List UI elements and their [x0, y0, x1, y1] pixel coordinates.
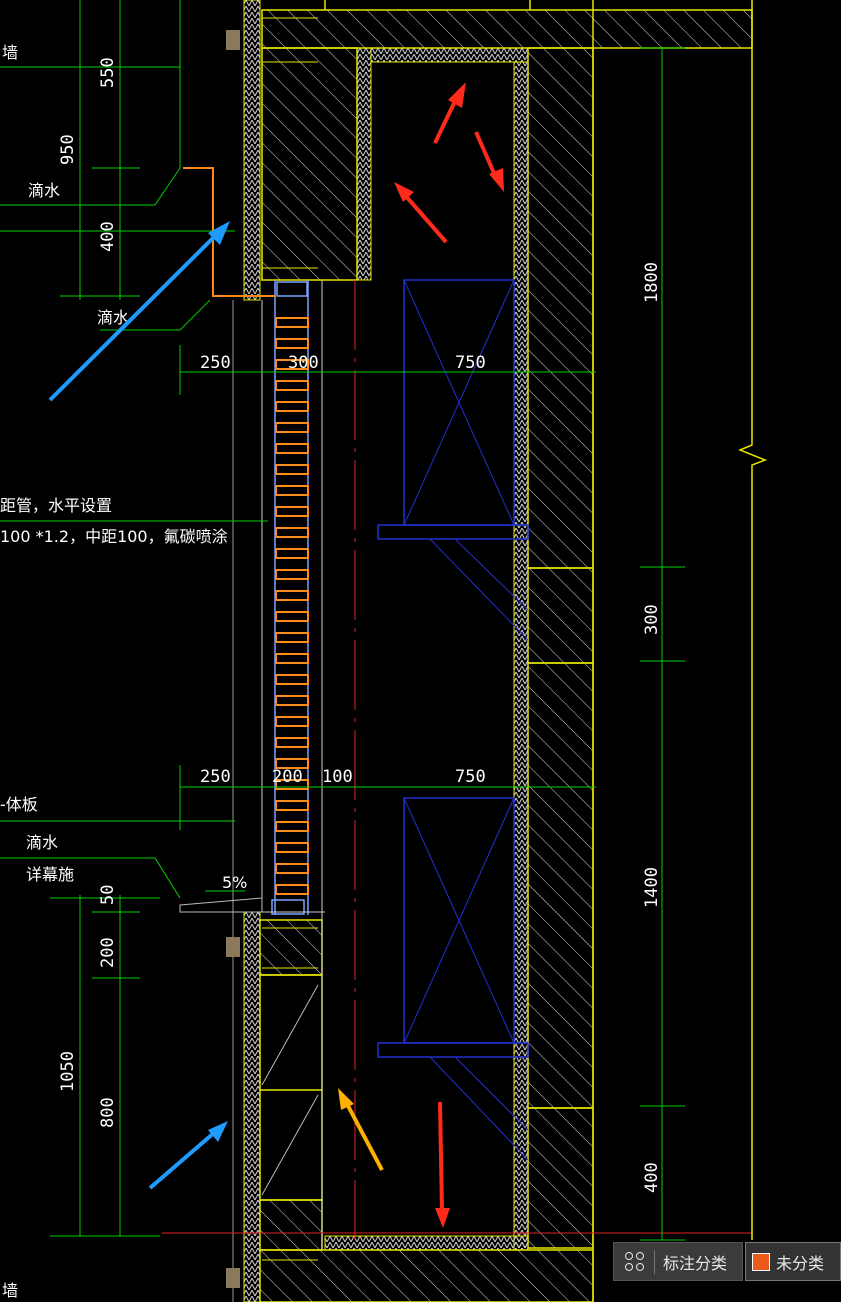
mullion-bar [275, 422, 309, 433]
dim-bl-1050: 1050 [58, 1051, 78, 1092]
mullion-bar [275, 758, 309, 769]
dim-row2-100: 100 [322, 767, 353, 787]
red-arrow-icon [433, 82, 466, 144]
dim-bl-800: 800 [98, 1097, 118, 1128]
annotation-toolbar: 标注分类 未分类 [613, 1241, 841, 1282]
label-panel: -体板 [0, 795, 38, 814]
mullion-bar [275, 863, 309, 874]
mullion-bar [275, 548, 309, 559]
equipment-boxes [377, 279, 529, 1161]
mullion-bar [275, 674, 309, 685]
blue-arrow-icon [148, 1121, 228, 1190]
label-drip-mid: 滴水 [97, 308, 129, 327]
mullion-bars [275, 317, 309, 895]
dim-row2-200: 200 [272, 767, 303, 787]
dim-top-550: 550 [98, 57, 118, 88]
mullion-bar [275, 464, 309, 475]
mullion-bar [275, 779, 309, 790]
mullion-bar [275, 506, 309, 517]
dim-bl-50: 50 [98, 885, 118, 905]
dim-row1-750: 750 [455, 353, 486, 373]
annotation-arrows [48, 82, 504, 1228]
classify-label: 标注分类 [663, 1253, 728, 1273]
wall-anchors [226, 17, 318, 1288]
dim-bl-200: 200 [98, 937, 118, 968]
mullion-bar [275, 401, 309, 412]
mullion-bar [275, 632, 309, 643]
insulation-layer [243, 0, 529, 1302]
orange-arrow-icon [338, 1088, 384, 1171]
dim-row2-750: 750 [455, 767, 486, 787]
label-slope: 5% [222, 873, 247, 892]
mullion-bar [275, 338, 309, 349]
mullion-bar [275, 527, 309, 538]
mullion-bar [275, 380, 309, 391]
red-arrow-icon [474, 131, 504, 192]
dim-right-1400: 1400 [642, 867, 662, 908]
mullion-bar [275, 716, 309, 727]
mullion-bar [275, 485, 309, 496]
mullion-bar [275, 443, 309, 454]
mullion-bar [275, 884, 309, 895]
label-drip-low: 滴水 [26, 833, 58, 852]
unclassified-filter-button[interactable]: 未分类 [745, 1242, 841, 1281]
grid-icon [624, 1251, 646, 1273]
dim-top-400: 400 [98, 221, 118, 252]
mullion-bar [275, 695, 309, 706]
mullion-bar [275, 359, 309, 370]
mullion-bar [275, 653, 309, 664]
dim-right-300: 300 [642, 604, 662, 635]
dim-right-400: 400 [642, 1162, 662, 1193]
mullion-bar [275, 737, 309, 748]
top-beam [261, 0, 753, 1302]
mullion-bar [275, 611, 309, 622]
label-bottom-wall: 墙 [2, 1281, 18, 1300]
dim-row1-300: 300 [288, 353, 319, 373]
classify-annotations-button[interactable]: 标注分类 [613, 1242, 743, 1281]
mullion-bar [275, 317, 309, 328]
label-pipe-line1: 距管，水平设置 [0, 496, 112, 515]
blue-arrow-icon [48, 221, 230, 402]
dim-row1-250: 250 [200, 353, 231, 373]
toolbar-separator [654, 1249, 655, 1274]
red-arrow-icon [394, 182, 448, 244]
mullion-bar [275, 800, 309, 811]
break-symbol [738, 48, 768, 1240]
mullion-bar [275, 842, 309, 853]
mullion-bar [275, 569, 309, 580]
unclassified-label: 未分类 [776, 1253, 825, 1273]
axis-line [162, 280, 752, 1240]
label-detail: 详幕施 [26, 865, 74, 884]
dimension-lines [0, 0, 685, 1241]
label-top-wall: 墙 [2, 43, 18, 62]
dim-right-1800: 1800 [642, 262, 662, 303]
red-arrow-icon [435, 1101, 450, 1228]
drip-edge [183, 167, 275, 297]
mullion-bar [275, 590, 309, 601]
dim-row2-250: 250 [200, 767, 231, 787]
unclassified-color-swatch [752, 1252, 770, 1271]
dim-top-950: 950 [58, 134, 78, 165]
label-pipe-line2: 100 *1.2，中距100，氟碳喷涂 [0, 527, 228, 546]
right-columns [259, 567, 594, 1302]
mullion-bar [275, 821, 309, 832]
label-drip-top: 滴水 [28, 181, 60, 200]
